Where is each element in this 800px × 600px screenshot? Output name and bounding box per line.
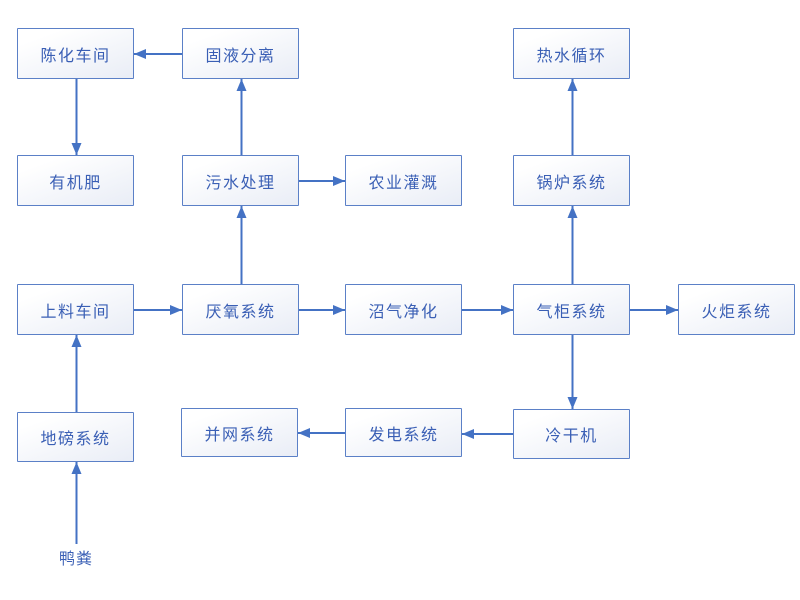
node-anaerobic-system: 厌氧系统 [182,284,299,335]
node-solid-liquid-separation: 固液分离 [182,28,299,79]
node-gas-holder-system: 气柜系统 [513,284,630,335]
node-agricultural-irrigation: 农业灌溉 [345,155,462,206]
node-grid-connection-system: 并网系统 [181,408,298,457]
node-power-generation-system: 发电系统 [345,408,462,457]
node-refrigerated-dryer: 冷干机 [513,409,630,459]
node-biogas-purification: 沼气净化 [345,284,462,335]
node-hot-water-circulation: 热水循环 [513,28,630,79]
node-feeding-workshop: 上料车间 [17,284,134,335]
node-boiler-system: 锅炉系统 [513,155,630,206]
node-weighbridge-system: 地磅系统 [17,412,134,462]
node-organic-fertilizer: 有机肥 [17,155,134,206]
node-duck-manure-label: 鸭粪 [58,551,93,568]
node-sewage-treatment: 污水处理 [182,155,299,206]
node-flare-system: 火炬系统 [678,284,795,335]
node-aging-workshop: 陈化车间 [17,28,134,79]
